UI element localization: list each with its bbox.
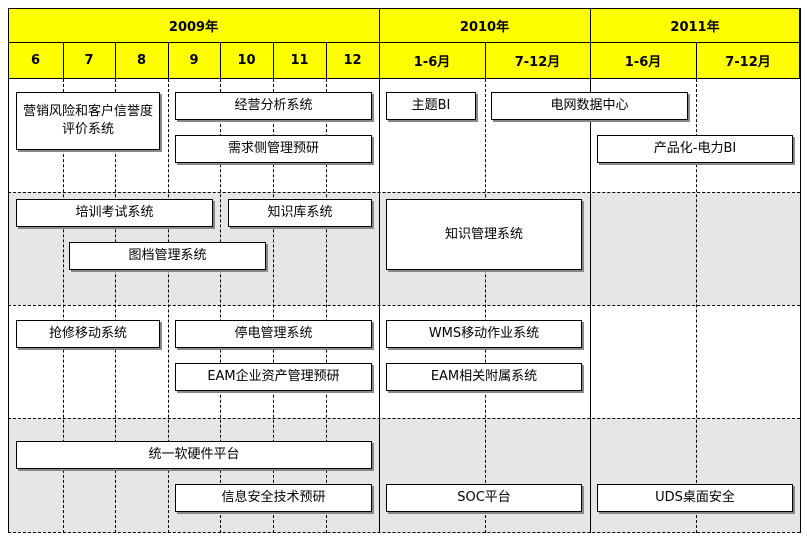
column-line <box>168 79 169 533</box>
project-eam-attached: EAM相关附属系统 <box>386 363 582 391</box>
year-2009: 2009年 <box>8 8 379 42</box>
project-soc-platform: SOC平台 <box>386 484 582 512</box>
year-2011: 2011年 <box>590 8 800 42</box>
month-8: 8 <box>115 42 168 79</box>
month-6: 6 <box>8 42 63 79</box>
column-line <box>273 79 274 533</box>
column-line <box>485 79 486 533</box>
row-separator <box>8 305 800 306</box>
month-2010-h1: 1-6月 <box>379 42 485 79</box>
month-divider <box>168 42 169 79</box>
month-divider <box>485 42 486 79</box>
year-boundary <box>800 8 801 533</box>
month-2010-h2: 7-12月 <box>485 42 590 79</box>
project-grid-data-center: 电网数据中心 <box>491 92 688 120</box>
month-divider <box>63 42 64 79</box>
header-divider <box>8 42 800 43</box>
month-divider <box>273 42 274 79</box>
column-line <box>220 79 221 533</box>
month-12: 12 <box>326 42 379 79</box>
project-theme-bi: 主题BI <box>386 92 476 120</box>
month-divider <box>220 42 221 79</box>
project-knowledge-mgmt: 知识管理系统 <box>386 199 582 270</box>
project-demand-side: 需求侧管理预研 <box>175 135 372 163</box>
column-line <box>326 79 327 533</box>
project-unified-platform: 统一软硬件平台 <box>16 441 372 469</box>
month-divider <box>115 42 116 79</box>
month-10: 10 <box>220 42 273 79</box>
year-2010: 2010年 <box>379 8 590 42</box>
year-boundary <box>379 8 380 533</box>
project-eam-research: EAM企业资产管理预研 <box>175 363 372 391</box>
month-2011-h1: 1-6月 <box>590 42 696 79</box>
month-divider <box>326 42 327 79</box>
column-line <box>115 79 116 533</box>
year-boundary <box>590 8 591 533</box>
year-boundary <box>8 8 9 533</box>
project-training-exam: 培训考试系统 <box>16 199 213 227</box>
month-11: 11 <box>273 42 326 79</box>
project-marketing-risk: 营销风险和客户信誉度评价系统 <box>16 92 160 150</box>
month-2011-h2: 7-12月 <box>696 42 800 79</box>
month-9: 9 <box>168 42 220 79</box>
project-repair-mobile: 抢修移动系统 <box>16 320 160 348</box>
project-archive-mgmt: 图档管理系统 <box>69 242 266 270</box>
project-product-power-bi: 产品化-电力BI <box>597 135 793 163</box>
header-border <box>8 8 800 79</box>
row-separator <box>8 192 800 193</box>
column-line <box>696 79 697 533</box>
project-business-analysis: 经营分析系统 <box>175 92 372 120</box>
project-knowledge-base: 知识库系统 <box>228 199 372 227</box>
project-outage-mgmt: 停电管理系统 <box>175 320 372 348</box>
project-uds-desktop: UDS桌面安全 <box>597 484 793 512</box>
month-divider <box>696 42 697 79</box>
month-7: 7 <box>63 42 115 79</box>
row-separator <box>8 418 800 419</box>
project-infosec-research: 信息安全技术预研 <box>175 484 372 512</box>
row-separator <box>8 532 800 533</box>
column-line <box>63 79 64 533</box>
project-wms-mobile: WMS移动作业系统 <box>386 320 582 348</box>
row-band-4 <box>8 418 800 533</box>
